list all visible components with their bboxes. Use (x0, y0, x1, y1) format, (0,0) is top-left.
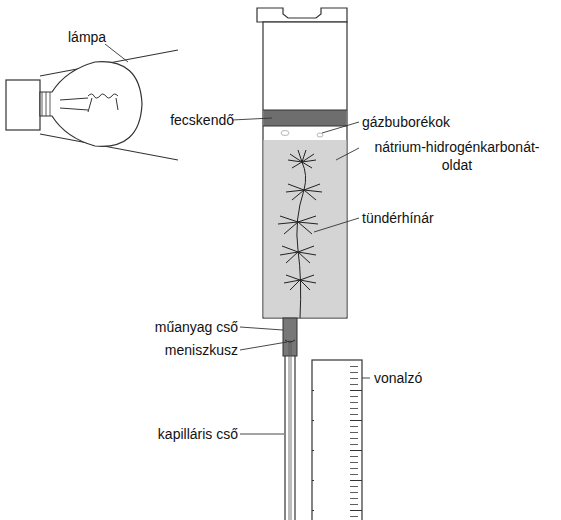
syringe-label: fecskendő (170, 111, 234, 129)
leader-lines (105, 44, 370, 434)
syringe (257, 8, 347, 318)
solution-label: nátrium-hidrogénkarbonát-oldat (362, 138, 552, 174)
tube-label: műanyag cső (155, 318, 238, 336)
elodea-plant (278, 150, 322, 318)
meniscus-label: meniszkusz (165, 341, 238, 359)
ruler-label: vonalzó (374, 369, 422, 387)
lamp-label: lámpa (68, 28, 106, 46)
bubbles-label: gázbuborékok (362, 113, 450, 131)
tube (283, 318, 297, 520)
capillary-label: kapilláris cső (158, 425, 238, 443)
ruler (312, 360, 362, 520)
plant-label: tündérhínár (362, 209, 434, 227)
lamp (6, 50, 178, 160)
